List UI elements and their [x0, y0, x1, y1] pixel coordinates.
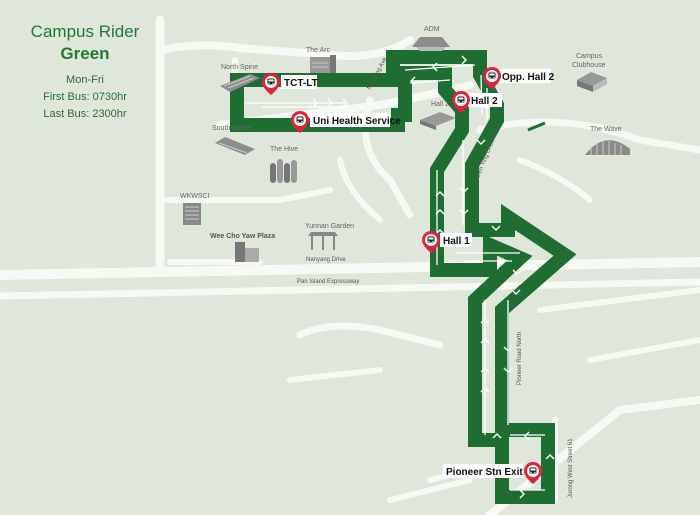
stop-label-pioneer-stn-exit-b: Pioneer Stn Exit B [446, 467, 533, 478]
label-pioneer-road-north: Pioneer Road North [517, 332, 523, 385]
wee-cho-yaw-building-icon [235, 242, 259, 262]
route-direction-arrows [312, 55, 555, 499]
adm-building-icon [412, 37, 450, 51]
stop-label-uni-health-service: Uni Health Service [313, 116, 401, 127]
campus-clubhouse-building-icon [577, 72, 607, 92]
buildings [183, 37, 630, 262]
bus-stop-pin-icon-tct-lt[interactable] [262, 73, 280, 95]
label-yunnan-garden: Yunnan Garden [305, 223, 354, 230]
label-the-arc: The Arc [306, 47, 331, 54]
label-wee-cho-yaw-plaza: Wee Cho Yaw Plaza [210, 233, 275, 240]
label-pan-island-expressway: Pan Island Expressway [297, 279, 359, 285]
the-wave-building-icon [585, 140, 630, 155]
stop-label-opp-hall-2: Opp. Hall 2 [502, 72, 555, 83]
label-nanyang-drive: Nanyang Drive [306, 257, 346, 263]
the-arc-building-icon [310, 55, 336, 73]
stop-label-hall-2: Hall 2 [471, 96, 498, 107]
landmark-labels: ADM The Arc North Spine South Spine The … [180, 26, 622, 240]
service-info: Mon-Fri First Bus: 0730hr Last Bus: 2300… [0, 72, 170, 123]
first-bus-time: First Bus: 0730hr [43, 91, 127, 103]
label-hall2-building: Hall 2 [431, 101, 449, 108]
label-north-spine: North Spine [221, 64, 258, 71]
south-spine-building-icon [215, 137, 255, 155]
label-wkwsci: WKWSCI [180, 193, 210, 200]
service-days: Mon-Fri [66, 74, 104, 86]
hall2-building-icon [420, 112, 456, 130]
stop-labels: TCT-LT Uni Health Service Opp. Hall 2 Ha… [281, 69, 555, 478]
map-title: Campus Rider [30, 22, 140, 41]
road-network [0, 15, 700, 515]
yunnan-garden-gate-icon [308, 232, 338, 250]
north-spine-building-icon [220, 74, 260, 92]
label-south-spine: South Spine [212, 125, 250, 132]
last-bus-time: Last Bus: 2300hr [43, 108, 127, 120]
stop-label-hall-1: Hall 1 [443, 236, 470, 247]
label-the-hive: The Hive [270, 146, 298, 153]
stop-label-tct-lt: TCT-LT [284, 78, 318, 89]
the-hive-building-icon [270, 159, 297, 183]
route-header: Campus Rider Green Mon-Fri First Bus: 07… [0, 0, 170, 123]
wkwsci-building-icon [183, 203, 201, 225]
label-campus-clubhouse-line2: Clubhouse [572, 62, 606, 69]
route-name: Green [60, 44, 110, 63]
label-jurong-west-street-61: Jurong West Street 61 [568, 438, 574, 498]
label-campus-clubhouse-line1: Campus [576, 53, 603, 60]
label-adm: ADM [424, 26, 440, 33]
label-the-wave: The Wave [590, 126, 622, 133]
